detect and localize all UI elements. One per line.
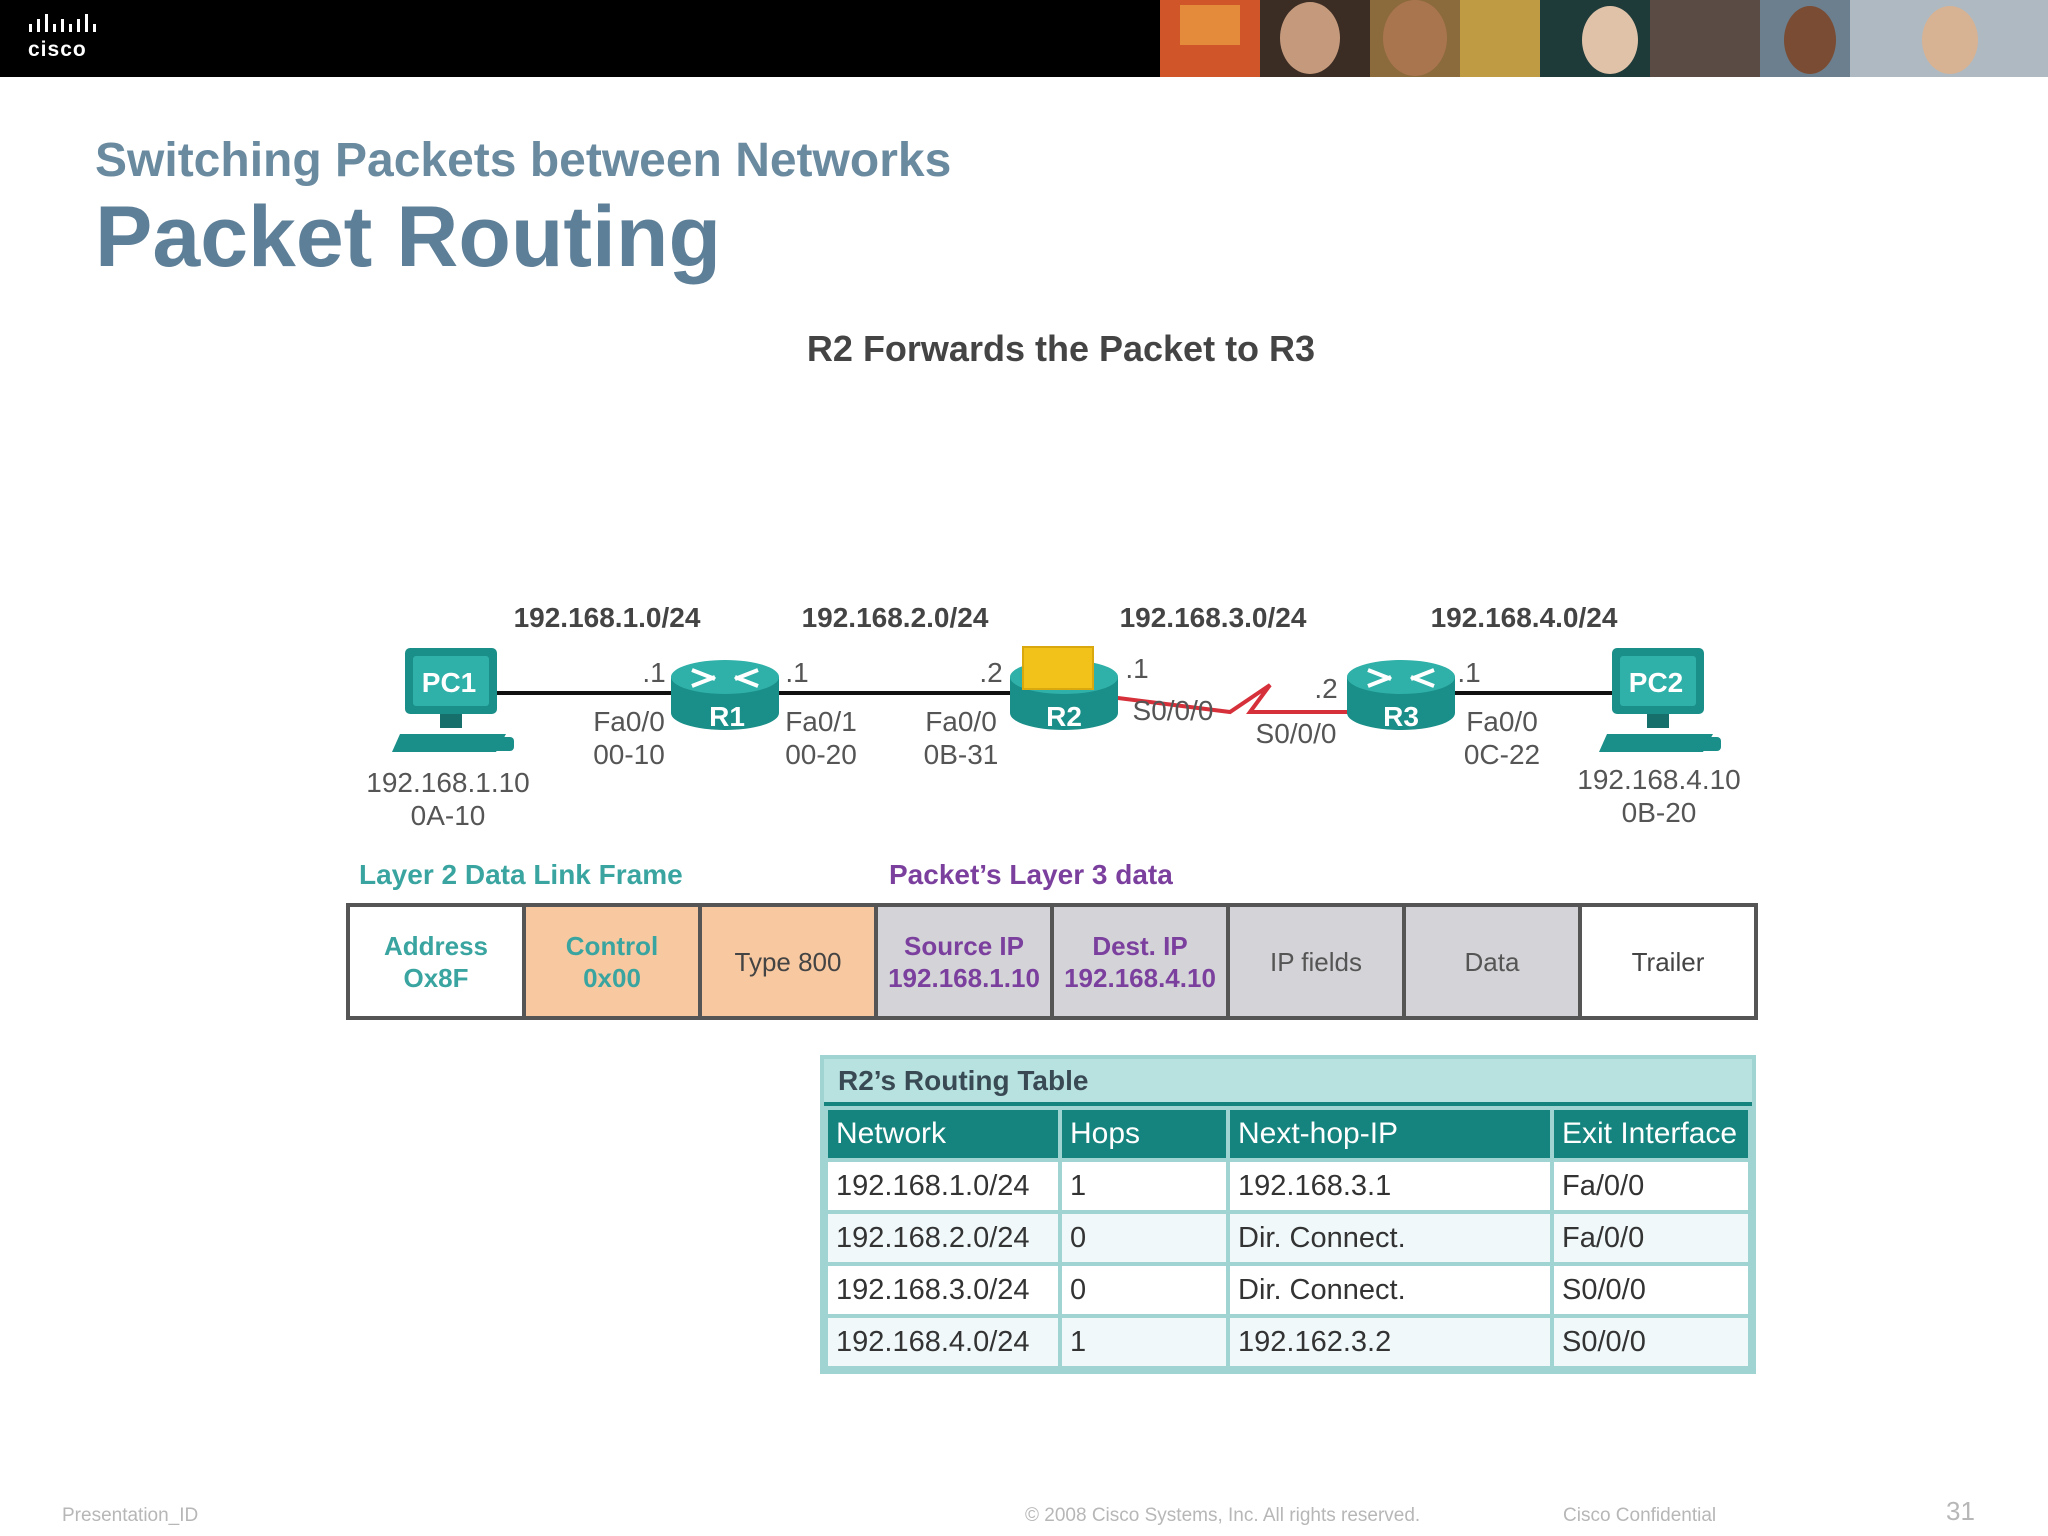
- serial-link-r2-r3: [1109, 683, 1350, 715]
- routing-table-grid: Network Hops Next-hop-IP Exit Interface …: [824, 1106, 1752, 1370]
- pc2-mac: 0B-20: [1622, 797, 1697, 828]
- table-cell: 192.162.3.2: [1230, 1318, 1550, 1366]
- table-cell: Fa/0/0: [1554, 1162, 1748, 1210]
- person-photo-4: [1460, 0, 1540, 77]
- people-photo-strip: [1160, 0, 2048, 77]
- r2-s000-host: .1: [1125, 653, 1148, 684]
- pc2-label: PC2: [1629, 667, 1683, 698]
- table-cell: 192.168.1.0/24: [828, 1162, 1058, 1210]
- frame-field: [1050, 903, 1230, 1020]
- r2-fa00-host: .2: [979, 657, 1002, 688]
- network-label-1: 192.168.1.0/24: [514, 602, 701, 633]
- r1-fa01-name: Fa0/1: [785, 706, 857, 737]
- pc2-icon: [1599, 648, 1721, 752]
- person-photo-6: [1650, 0, 1760, 77]
- table-cell: 192.168.3.0/24: [828, 1266, 1058, 1314]
- table-cell: 192.168.4.0/24: [828, 1318, 1058, 1366]
- pc1-icon: [392, 648, 514, 752]
- table-cell: 1: [1062, 1162, 1226, 1210]
- cisco-logo: cisco: [28, 14, 107, 62]
- pc1-ip: 192.168.1.10: [366, 767, 530, 798]
- copyright-notice: © 2008 Cisco Systems, Inc. All rights re…: [1025, 1505, 1421, 1526]
- table-cell: Dir. Connect.: [1230, 1266, 1550, 1314]
- r2-fa00-name: Fa0/0: [925, 706, 997, 737]
- cisco-bars-icon: [29, 14, 96, 32]
- table-cell: 1: [1062, 1318, 1226, 1366]
- presentation-id: Presentation_ID: [62, 1505, 199, 1526]
- pc2-ip: 192.168.4.10: [1577, 764, 1741, 795]
- r2-s000-name: S0/0/0: [1133, 695, 1214, 726]
- r3-fa00-mac: 0C-22: [1464, 739, 1540, 770]
- r3-fa00-name: Fa0/0: [1466, 706, 1538, 737]
- routing-table: R2’s Routing Table Network Hops Next-hop…: [820, 1055, 1756, 1374]
- frame-field-label: IP fields: [1270, 947, 1362, 977]
- table-cell: 0: [1062, 1214, 1226, 1262]
- table-cell: S0/0/0: [1554, 1318, 1748, 1366]
- confidential-notice: Cisco Confidential: [1563, 1505, 1717, 1526]
- table-cell: S0/0/0: [1554, 1266, 1748, 1314]
- frame-field: [346, 903, 526, 1020]
- r1-fa01-mac: 00-20: [785, 739, 857, 770]
- pc1-mac: 0A-10: [411, 800, 486, 831]
- frame-field-value: Ox8F: [403, 963, 468, 993]
- header-network: Network: [828, 1110, 1058, 1158]
- header-hops: Hops: [1062, 1110, 1226, 1158]
- frame-field-value: 192.168.1.10: [888, 963, 1040, 993]
- frame-field-label: Data: [1465, 947, 1520, 977]
- header-exit-interface: Exit Interface: [1554, 1110, 1748, 1158]
- network-label-2: 192.168.2.0/24: [802, 602, 989, 633]
- frame-field-label: Type 800: [735, 947, 842, 977]
- pc1-label: PC1: [422, 667, 476, 698]
- slide-subtitle: Switching Packets between Networks: [95, 134, 952, 187]
- frame-field-value: 192.168.4.10: [1064, 963, 1216, 993]
- frame-field-label: Control: [566, 931, 658, 961]
- r3-s000-name: S0/0/0: [1256, 718, 1337, 749]
- r1-fa00-mac: 00-10: [593, 739, 665, 770]
- frame-field-label: Trailer: [1632, 947, 1705, 977]
- r3-label: R3: [1383, 701, 1419, 732]
- frame-field: [1578, 903, 1758, 1020]
- r3-router-icon: [1347, 660, 1455, 730]
- layer2-frame-label: Layer 2 Data Link Frame: [359, 859, 683, 890]
- network-label-4: 192.168.4.0/24: [1431, 602, 1618, 633]
- table-cell: Dir. Connect.: [1230, 1214, 1550, 1262]
- top-banner: cisco: [0, 0, 2048, 77]
- frame-field: [522, 903, 702, 1020]
- page-number: 31: [1946, 1496, 1975, 1526]
- diagram-heading: R2 Forwards the Packet to R3: [807, 328, 1315, 369]
- r3-s000-host: .2: [1314, 673, 1337, 704]
- frame-field-label: Source IP: [904, 931, 1024, 961]
- r1-router-icon: [671, 660, 779, 730]
- packet-envelope-icon: [1022, 646, 1094, 690]
- frame-field-label: Dest. IP: [1092, 931, 1187, 961]
- r1-fa00-host: .1: [642, 657, 665, 688]
- cisco-wordmark: cisco: [28, 38, 87, 61]
- layer3-data-label: Packet’s Layer 3 data: [889, 859, 1173, 890]
- table-cell: Fa/0/0: [1554, 1214, 1748, 1262]
- slide-title: Packet Routing: [95, 189, 721, 285]
- r1-fa00-name: Fa0/0: [593, 706, 665, 737]
- header-next-hop: Next-hop-IP: [1230, 1110, 1550, 1158]
- r1-label: R1: [709, 701, 745, 732]
- network-label-3: 192.168.3.0/24: [1120, 602, 1307, 633]
- frame-field: [1402, 903, 1582, 1020]
- r3-fa00-host: .1: [1457, 657, 1480, 688]
- table-cell: 192.168.2.0/24: [828, 1214, 1058, 1262]
- r1-fa01-host: .1: [785, 657, 808, 688]
- r2-fa00-mac: 0B-31: [924, 739, 999, 770]
- table-cell: 0: [1062, 1266, 1226, 1314]
- frame-field-value: 0x00: [583, 963, 641, 993]
- frame-field: [874, 903, 1054, 1020]
- routing-table-title: R2’s Routing Table: [824, 1059, 1752, 1106]
- frame-field: [698, 903, 878, 1020]
- r2-label: R2: [1046, 701, 1082, 732]
- frame-field-label: Address: [384, 931, 488, 961]
- table-cell: 192.168.3.1: [1230, 1162, 1550, 1210]
